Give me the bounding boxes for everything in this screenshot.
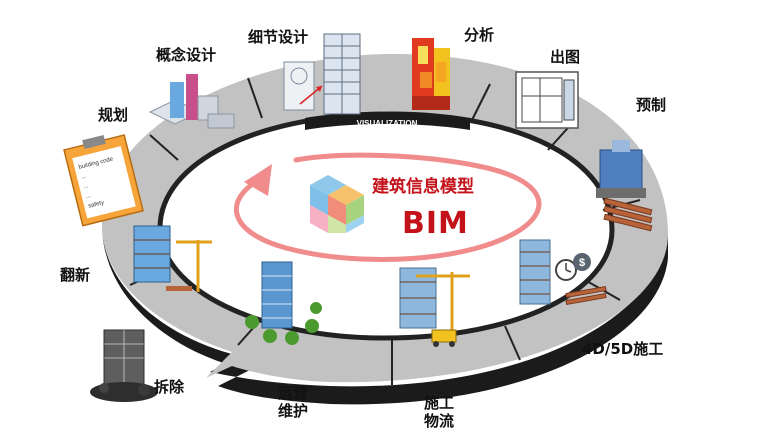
label-line: 运营 xyxy=(278,384,309,402)
visualization-band xyxy=(305,112,470,130)
cycle-arrow-head xyxy=(244,164,272,196)
visualization-label: VISUALIZATION xyxy=(357,119,418,128)
center-title: 建筑信息模型 xyxy=(372,177,474,197)
center-bim-acronym: BIM xyxy=(402,206,469,241)
stage-label-prefabrication: 预制 xyxy=(636,96,667,114)
checklist-line: ... xyxy=(80,173,87,180)
blueprint-sheet-icon xyxy=(515,71,579,129)
svg-text:$: $ xyxy=(579,257,585,269)
stage-label-4d5d: 4D/5D施工 xyxy=(582,340,664,358)
demolition-rubble-icon xyxy=(90,329,158,402)
analysis-heatmap-tower-icon xyxy=(412,38,450,110)
stage-label-analysis: 分析 xyxy=(464,26,495,44)
completed-building-icon xyxy=(245,261,322,345)
stage-label-demolition: 拆除 xyxy=(154,378,185,396)
stage-label-renovation: 翻新 xyxy=(60,266,91,284)
label-line: 维护 xyxy=(278,402,309,420)
prefabrication-machine-icon xyxy=(596,140,653,232)
stage-label-operation-maintenance: 运营 维护 xyxy=(278,384,308,420)
schedule-cost-tower-icon: $ xyxy=(519,239,607,306)
stage-label-drawing-output: 出图 xyxy=(550,48,581,66)
stage-label-detail-design: 细节设计 xyxy=(248,28,309,46)
renovation-building-icon xyxy=(133,225,212,292)
stage-label-planning: 规划 xyxy=(98,106,129,124)
label-line: 施工 xyxy=(424,394,455,412)
detail-design-tower-icon xyxy=(283,33,361,115)
checklist-line: ... xyxy=(85,193,92,200)
checklist-line: ... xyxy=(83,183,90,190)
stage-label-concept-design: 概念设计 xyxy=(156,46,217,64)
stage-label-construction-logistics: 施工 物流 xyxy=(424,394,454,430)
construction-crane-icon xyxy=(399,267,470,347)
massing-model-icon xyxy=(148,74,235,129)
label-line: 物流 xyxy=(424,412,455,430)
cycle-arrow xyxy=(233,152,542,263)
clipboard-icon: building code ... ... ... safety xyxy=(63,134,144,227)
checklist-line: safety xyxy=(88,200,105,210)
bim-cube-logo xyxy=(310,175,364,233)
